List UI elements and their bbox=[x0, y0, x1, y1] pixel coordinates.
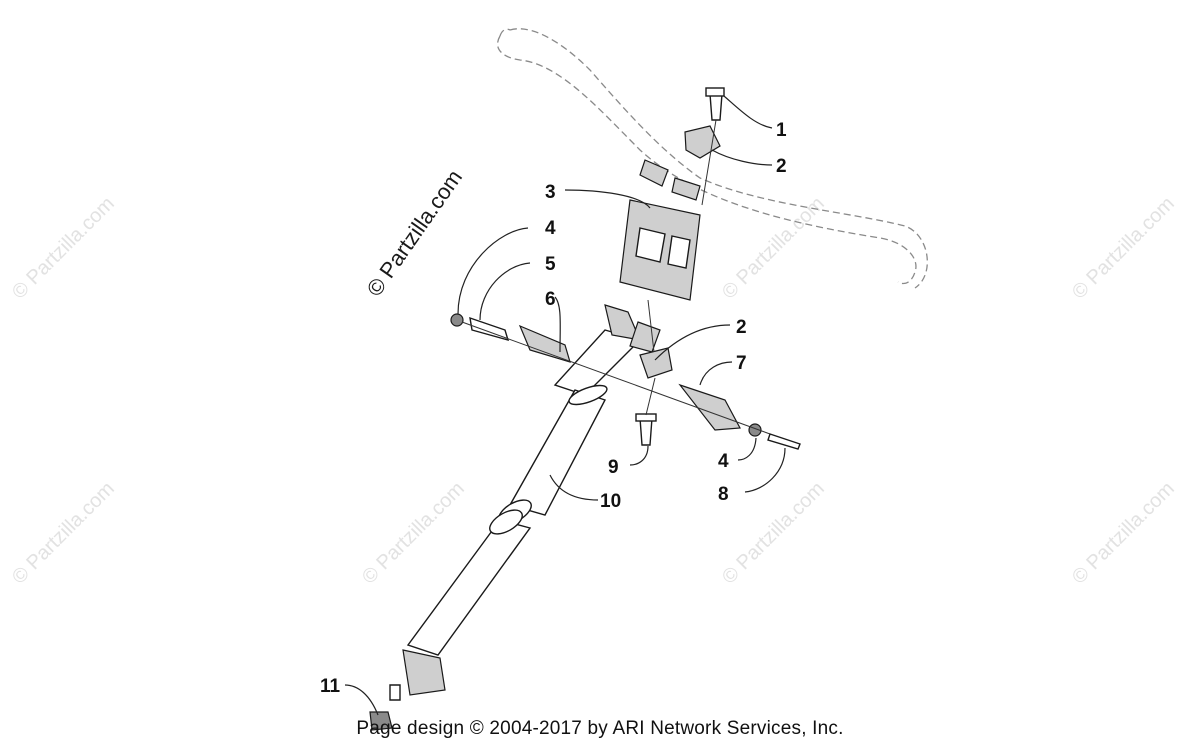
watermark: © Partzilla.com bbox=[718, 478, 829, 589]
page-footer: Page design © 2004-2017 by ARI Network S… bbox=[356, 718, 844, 739]
left-mount-hardware bbox=[450, 313, 571, 363]
callout-2-lower: 2 bbox=[736, 317, 747, 338]
callout-6: 6 bbox=[545, 289, 556, 310]
callout-11: 11 bbox=[320, 676, 341, 697]
callout-10: 10 bbox=[600, 491, 621, 512]
callout-2-top: 2 bbox=[776, 156, 787, 177]
watermark: © Partzilla.com bbox=[1068, 193, 1179, 304]
steering-shaft bbox=[369, 304, 661, 731]
callout-7: 7 bbox=[736, 353, 747, 374]
watermark: © Partzilla.com bbox=[358, 478, 469, 589]
watermark: © Partzilla.com bbox=[8, 478, 119, 589]
partzilla-watermark: © Partzilla.com bbox=[362, 165, 468, 301]
callout-labels: 1 2 3 4 5 6 2 7 9 4 8 10 11 bbox=[320, 120, 787, 697]
handlebar-clamp-upper bbox=[684, 87, 725, 159]
callout-9: 9 bbox=[608, 457, 619, 478]
callout-8: 8 bbox=[718, 484, 729, 505]
watermark: © Partzilla.com bbox=[718, 193, 829, 304]
handlebar-riser bbox=[619, 199, 701, 301]
leader-lines bbox=[344, 95, 786, 716]
callout-3: 3 bbox=[545, 182, 556, 203]
handlebar-outline bbox=[496, 28, 928, 289]
callout-4-right: 4 bbox=[718, 451, 729, 472]
right-mount-hardware bbox=[678, 383, 801, 450]
assembly-lines bbox=[461, 119, 771, 435]
callout-4-left: 4 bbox=[545, 218, 556, 239]
watermark: © Partzilla.com bbox=[1068, 478, 1179, 589]
callout-1: 1 bbox=[776, 120, 787, 141]
callout-5: 5 bbox=[545, 254, 556, 275]
handlebar-clamp-lower bbox=[635, 347, 673, 446]
watermark: © Partzilla.com bbox=[8, 193, 119, 304]
handlebar-knurl bbox=[639, 159, 701, 201]
